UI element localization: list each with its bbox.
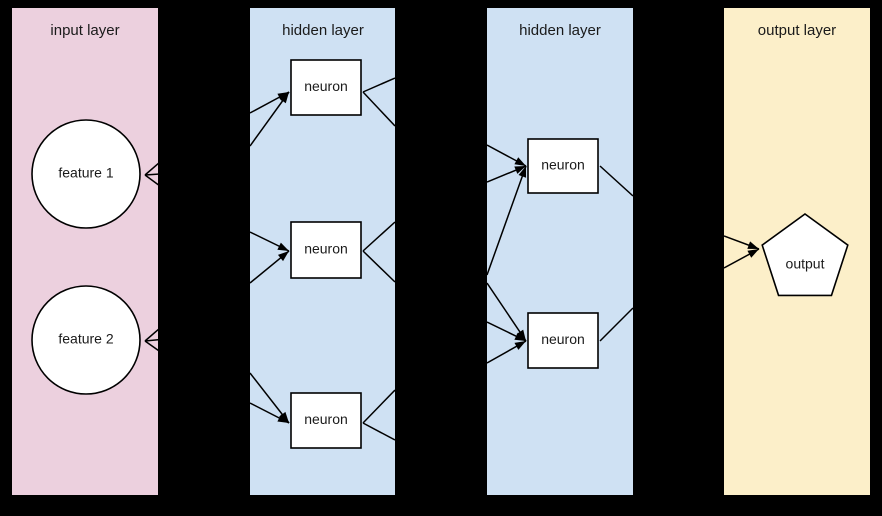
edges-out-of-hidden2 — [599, 165, 633, 342]
edge-line — [144, 339, 158, 342]
edge-line — [144, 328, 158, 342]
edge-arrowhead — [279, 92, 289, 104]
node-hidden1-1[interactable]: neuron — [290, 221, 362, 279]
edge-line — [599, 165, 633, 197]
layer-title-input: input layer — [50, 22, 119, 39]
layer-title-output: output layer — [758, 22, 836, 39]
edges-input-fanout — [144, 162, 158, 352]
edge-arrowhead — [514, 166, 526, 174]
layer-title-hidden2: hidden layer — [519, 22, 601, 39]
edge-line — [362, 422, 395, 441]
edge-arrowhead — [277, 251, 289, 262]
node-hidden1-0[interactable]: neuron — [290, 59, 362, 116]
edge-line — [144, 340, 158, 352]
edge-arrowhead — [514, 157, 526, 166]
node-rect[interactable] — [290, 221, 362, 279]
edge-arrowhead — [518, 166, 527, 178]
edge-line — [250, 91, 290, 147]
nodes-group: feature 1 feature 2 neuron neuron neuron neur… — [31, 59, 849, 449]
edges-into-hidden2 — [487, 144, 527, 364]
edge-line — [362, 221, 395, 252]
edge-arrowhead — [516, 329, 526, 341]
node-hidden1-2[interactable]: neuron — [290, 392, 362, 449]
node-label: neuron — [541, 157, 585, 173]
edge-line — [144, 174, 158, 186]
edges-into-output — [724, 235, 760, 269]
edge-line — [362, 91, 395, 127]
node-label: neuron — [541, 331, 585, 347]
edge-line — [144, 173, 158, 176]
edge-line — [599, 307, 633, 342]
edge-line — [362, 389, 395, 424]
edge-arrowhead — [277, 414, 289, 423]
edge-arrowhead — [277, 242, 289, 251]
node-pentagon[interactable] — [761, 213, 849, 297]
node-rect[interactable] — [527, 138, 599, 194]
node-circle[interactable] — [31, 285, 141, 395]
edge-line — [487, 282, 527, 342]
layer-panel-hidden2 — [487, 8, 633, 495]
node-input-1[interactable]: feature 2 — [31, 285, 141, 395]
edge-arrowhead — [514, 341, 526, 350]
node-hidden2-1[interactable]: neuron — [527, 312, 599, 369]
edges-into-hidden1 — [250, 91, 290, 424]
node-label: feature 2 — [58, 331, 113, 347]
layer-titles-group: input layer hidden layer hidden layer outpu… — [50, 22, 836, 39]
edge-arrowhead — [514, 332, 526, 341]
node-label: neuron — [304, 78, 348, 94]
layer-panel-input — [12, 8, 158, 495]
edge-arrowhead — [747, 241, 759, 249]
node-label: neuron — [304, 241, 348, 257]
node-rect[interactable] — [290, 392, 362, 449]
node-label: feature 1 — [58, 165, 113, 181]
edge-arrowhead — [279, 411, 289, 423]
edge-line — [144, 162, 158, 176]
node-hidden2-0[interactable]: neuron — [527, 138, 599, 194]
layer-title-hidden1: hidden layer — [282, 22, 364, 39]
edges-out-of-hidden1 — [362, 77, 395, 441]
edge-arrowhead — [747, 249, 759, 258]
node-label: output — [786, 256, 825, 272]
node-label: neuron — [304, 411, 348, 427]
node-output-0[interactable]: output — [761, 213, 849, 297]
connection-edges-group — [144, 77, 760, 441]
node-input-0[interactable]: feature 1 — [31, 119, 141, 229]
edge-line — [362, 77, 395, 93]
edge-line — [487, 165, 527, 276]
layer-panels-group — [12, 8, 870, 495]
node-rect[interactable] — [527, 312, 599, 369]
node-circle[interactable] — [31, 119, 141, 229]
edge-line — [362, 250, 395, 283]
node-rect[interactable] — [290, 59, 362, 116]
